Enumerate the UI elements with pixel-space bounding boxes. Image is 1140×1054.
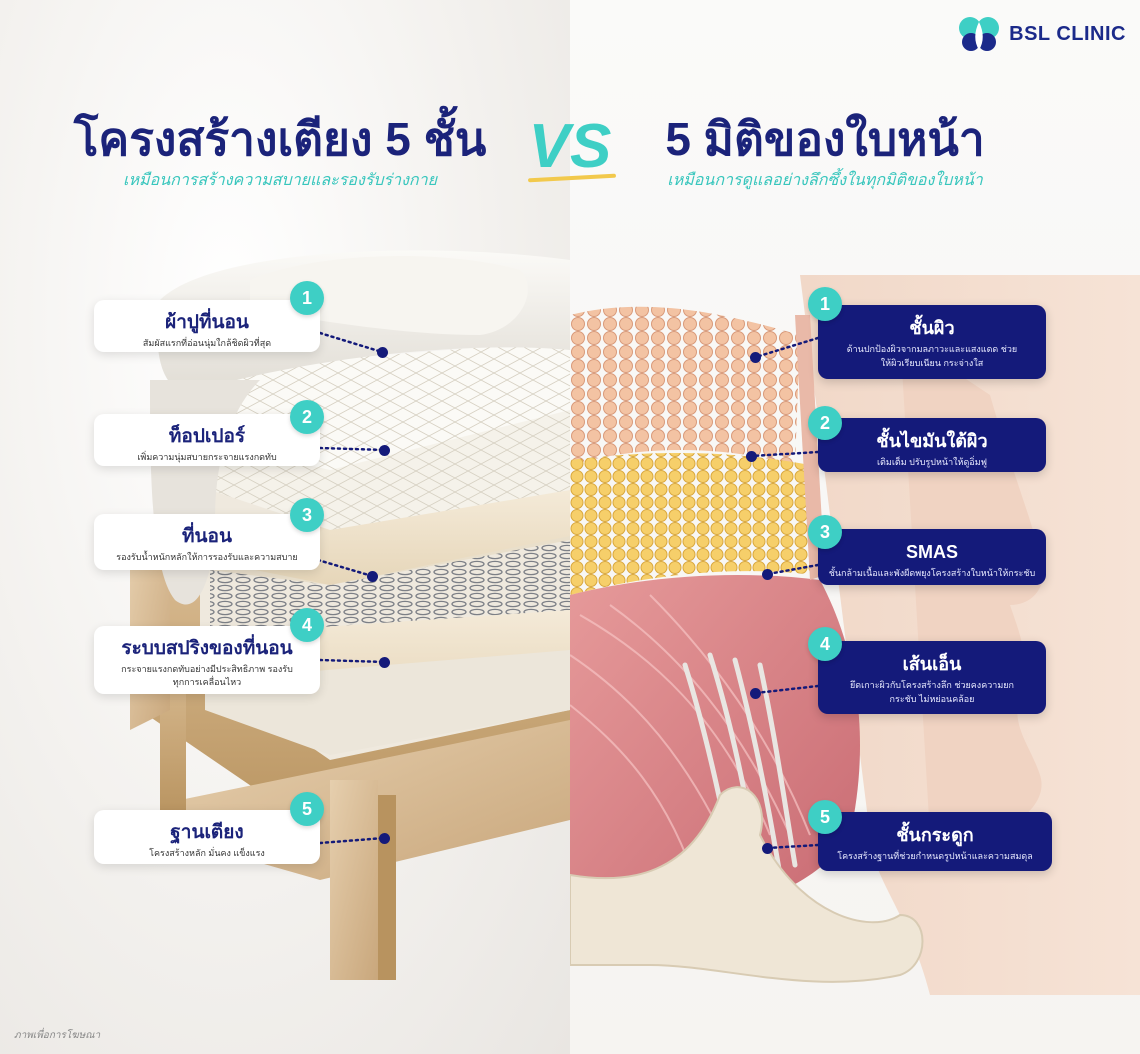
bed-layer-desc: เพิ่มความนุ่มสบายกระจายแรงกดทับ [137,452,277,462]
face-title: 5 มิติของใบหน้า [665,113,985,165]
bed-title: โครงสร้างเตียง 5 ชั้น [73,113,487,165]
face-layer-card-5: ชั้นกระดูก โครงสร้างฐานที่ช่วยกำหนดรูปหน… [818,812,1052,871]
marker-dot-left-5 [379,833,390,844]
bed-layer-desc: รองรับน้ำหนักหลักให้การรองรับและความสบาย [116,552,298,562]
marker-dot-left-3 [367,571,378,582]
marker-dot-right-1 [750,352,761,363]
connector-2-right [750,450,820,458]
connector-1-left [318,331,384,354]
bed-layer-title: ที่นอน [182,526,232,547]
face-title-block: 5 มิติของใบหน้า เหมือนการดูแลอย่างลึกซึ้… [640,112,1010,193]
bed-layer-card-1: ผ้าปูที่นอน สัมผัสแรกที่อ่อนนุ่มใกล้ชิดผ… [94,300,320,352]
face-layer-number-1: 1 [808,287,842,321]
bed-layer-card-5: ฐานเตียง โครงสร้างหลัก มั่นคง แข็งแรง [94,810,320,864]
marker-dot-right-3 [762,569,773,580]
connector-5-left [318,836,386,845]
face-subtitle: เหมือนการดูแลอย่างลึกซึ้งในทุกมิติของใบห… [667,172,983,189]
face-layer-title: SMAS [905,542,958,562]
brand-name: BSL CLINIC [1009,22,1126,45]
face-layer-card-2: ชั้นไขมันใต้ผิว เติมเต็ม ปรับรูปหน้าให้ด… [818,418,1046,472]
face-layer-desc: เติมเต็ม ปรับรูปหน้าให้ดูอิ่มฟู [876,457,988,467]
bed-layer-desc: กระจายแรงกดทับอย่างมีประสิทธิภาพ รองรับท… [121,664,293,687]
advertising-footnote: ภาพเพื่อการโฆษณา [14,1030,101,1041]
connector-1-right [754,336,820,359]
bed-layer-card-4: ระบบสปริงของที่นอน กระจายแรงกดทับอย่างมี… [94,626,320,694]
bed-layer-number-4: 4 [290,608,324,642]
bed-layer-number-3: 3 [290,498,324,532]
connector-4-left [318,658,386,664]
connector-2-left [318,446,386,452]
connector-3-right [766,563,820,576]
face-layer-card-4: เส้นเอ็น ยึดเกาะผิวกับโครงสร้างลึก ช่วยค… [818,641,1046,714]
bed-layer-title: ฐานเตียง [170,822,244,843]
face-layer-card-1: ชั้นผิว ด้านปกป้องผิวจากมลภาวะและแสงแดด … [818,305,1046,379]
marker-dot-left-2 [379,445,390,456]
face-layer-desc: โครงสร้างฐานที่ช่วยกำหนดรูปหน้าและความสม… [837,851,1033,861]
bed-layer-desc: โครงสร้างหลัก มั่นคง แข็งแรง [149,848,265,858]
bed-layer-number-5: 5 [290,792,324,826]
face-layer-title: เส้นเอ็น [902,654,962,674]
bed-layer-card-3: ที่นอน รองรับน้ำหนักหลักให้การรองรับและค… [94,514,320,570]
marker-dot-left-1 [377,347,388,358]
brand-logo[interactable]: BSL CLINIC [957,14,1126,54]
bed-title-block: โครงสร้างเตียง 5 ชั้น เหมือนการสร้างความ… [60,112,500,193]
bed-layer-number-2: 2 [290,400,324,434]
face-layer-card-3: SMAS ชั้นกล้ามเนื้อและพังผืดพยุงโครงสร้า… [818,529,1046,585]
connector-5-right [766,843,820,850]
marker-dot-right-4 [750,688,761,699]
face-layer-number-5: 5 [808,800,842,834]
face-layer-title: ชั้นผิว [909,318,955,338]
connector-3-left [316,558,374,578]
butterfly-logo-icon [957,14,1001,54]
bed-layer-desc: สัมผัสแรกที่อ่อนนุ่มใกล้ชิดผิวที่สุด [142,338,272,348]
face-layer-number-3: 3 [808,515,842,549]
face-layer-number-2: 2 [808,406,842,440]
connector-4-right [754,684,820,695]
bed-layer-title: ผ้าปูที่นอน [165,312,249,333]
face-layer-title: ชั้นกระดูก [896,825,974,845]
face-layer-title: ชั้นไขมันใต้ผิว [876,431,988,451]
face-layer-desc: ชั้นกล้ามเนื้อและพังผืดพยุงโครงสร้างใบหน… [828,568,1036,578]
marker-dot-left-4 [379,657,390,668]
bed-layer-number-1: 1 [290,281,324,315]
face-layer-number-4: 4 [808,627,842,661]
bed-subtitle: เหมือนการสร้างความสบายและรองรับร่างกาย [123,172,437,189]
bed-layer-card-2: ท็อปเปอร์ เพิ่มความนุ่มสบายกระจายแรงกดทั… [94,414,320,466]
face-layer-desc: ด้านปกป้องผิวจากมลภาวะและแสงแดด ช่วยให้ผ… [846,344,1018,368]
marker-dot-right-5 [762,843,773,854]
face-layer-desc: ยึดเกาะผิวกับโครงสร้างลึก ช่วยคงความยกกร… [850,680,1014,704]
marker-dot-right-2 [746,451,757,462]
vs-label: VS [528,112,612,181]
bed-layer-title: ท็อปเปอร์ [168,426,246,447]
bed-layer-title: ระบบสปริงของที่นอน [121,638,293,659]
